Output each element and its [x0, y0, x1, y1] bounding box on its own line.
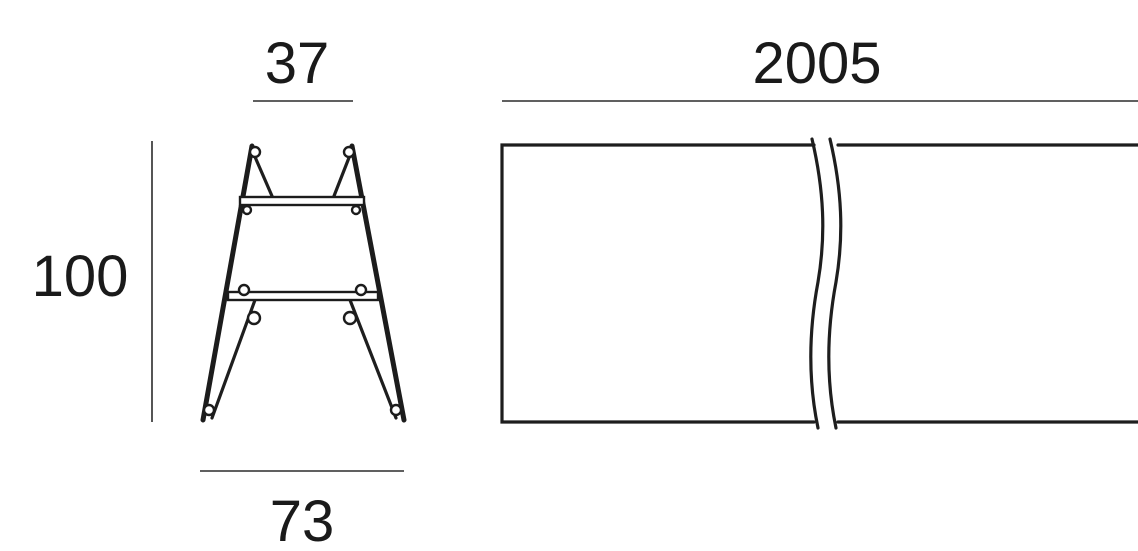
- beam-left-segment: [500, 143, 816, 424]
- top-width-label: 37: [265, 31, 330, 96]
- break-line-left: [809, 137, 825, 430]
- right-top-joint: [342, 145, 356, 159]
- right-lower-joint: [354, 283, 368, 297]
- left-top-joint: [248, 145, 262, 159]
- lower-crossbar: [226, 290, 380, 302]
- left-leg-outer: [200, 143, 255, 423]
- left-upper-joint: [241, 204, 253, 216]
- right-leg-brace: [348, 298, 398, 420]
- right-clamp: [342, 310, 358, 326]
- left-lower-joint: [237, 283, 251, 297]
- beam-right-segment: [836, 143, 1138, 424]
- a-frame-leg: [200, 143, 407, 423]
- upper-crossbar: [238, 195, 366, 207]
- height-label: 100: [32, 244, 129, 309]
- front-view: 2005: [500, 31, 1138, 430]
- right-upper-joint: [350, 204, 362, 216]
- right-foot: [389, 403, 403, 417]
- left-foot: [202, 403, 216, 417]
- break-line-right: [827, 137, 843, 430]
- right-leg-outer: [349, 143, 407, 423]
- bottom-width-label: 73: [270, 489, 335, 551]
- side-view: 37 100: [32, 31, 407, 551]
- left-clamp: [246, 310, 262, 326]
- length-label: 2005: [752, 31, 881, 96]
